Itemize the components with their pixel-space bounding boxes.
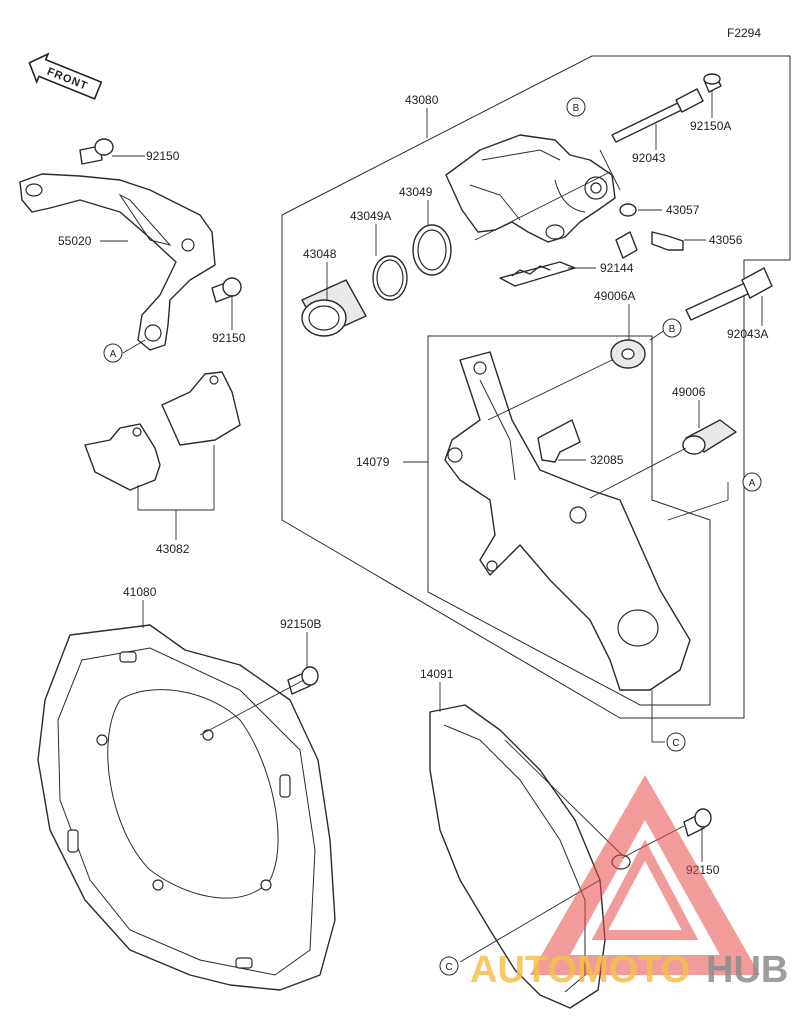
callout-b-mid: B	[662, 318, 682, 338]
label-92150-top: 92150	[146, 149, 180, 163]
callout-a-pedal: A	[103, 343, 123, 363]
pad-pin-92043	[611, 88, 704, 143]
label-14079: 14079	[356, 455, 390, 469]
label-92150B: 92150B	[280, 617, 321, 631]
brake-pedal-55020	[19, 173, 216, 351]
svg-text:C: C	[672, 738, 679, 749]
label-55020: 55020	[58, 234, 92, 248]
label-43048: 43048	[303, 247, 337, 261]
watermark-text-hub: HUB	[706, 949, 788, 991]
boot-49006	[682, 419, 737, 455]
svg-text:B: B	[573, 103, 580, 114]
diagram-code: F2294	[727, 26, 761, 40]
callout-b-top: B	[566, 97, 586, 117]
label-43049: 43049	[399, 185, 433, 199]
bolt-92150-guard	[683, 808, 712, 837]
label-92150A: 92150A	[690, 119, 731, 133]
piston-43048	[301, 279, 367, 337]
label-49006A: 49006A	[594, 289, 635, 303]
label-41080: 41080	[123, 585, 157, 599]
label-43056: 43056	[709, 233, 743, 247]
caliper-bracket-14079	[444, 351, 691, 691]
pad-spring-92144	[499, 261, 576, 287]
caliper-body	[445, 134, 616, 243]
watermark-logo	[530, 775, 760, 975]
label-92150-pedal: 92150	[212, 331, 246, 345]
leader-lines	[100, 90, 763, 963]
label-92043: 92043	[632, 151, 666, 165]
bleeder-valve-43056	[651, 231, 684, 251]
bolt-92150-pedal	[211, 277, 242, 303]
label-43082: 43082	[156, 542, 190, 556]
label-43049A: 43049A	[350, 209, 391, 223]
bolt-92150-top	[79, 138, 114, 165]
svg-text:B: B	[669, 324, 676, 335]
label-14091: 14091	[420, 667, 454, 681]
label-92043A: 92043A	[727, 327, 768, 341]
pin-92043A	[685, 267, 773, 321]
brake-disc-41080	[37, 624, 336, 991]
caliper-assembly-frame	[281, 55, 791, 719]
bleeder-washer-43057	[615, 203, 638, 259]
label-92144: 92144	[600, 261, 634, 275]
label-49006: 49006	[672, 385, 706, 399]
watermark-text-auto: AUTOMOTO	[470, 949, 690, 991]
bushing-49006A	[610, 339, 646, 369]
warning-triangle-icon	[530, 775, 760, 975]
svg-text:A: A	[110, 349, 117, 360]
front-arrow-icon: FRONT	[28, 52, 103, 100]
label-32085: 32085	[590, 453, 624, 467]
svg-text:C: C	[445, 962, 452, 973]
label-43080: 43080	[405, 93, 439, 107]
bracket-subframe	[427, 335, 711, 706]
callout-c-guard: C	[439, 956, 459, 976]
callout-c-bracket: C	[666, 732, 686, 752]
callout-a-frame: A	[742, 472, 762, 492]
label-43057: 43057	[666, 203, 700, 217]
cap-92150A	[703, 73, 722, 93]
pad-clip-32085	[537, 419, 581, 463]
svg-text:A: A	[749, 478, 756, 489]
brake-pad-right	[161, 371, 241, 446]
brake-pad-left	[84, 423, 161, 491]
